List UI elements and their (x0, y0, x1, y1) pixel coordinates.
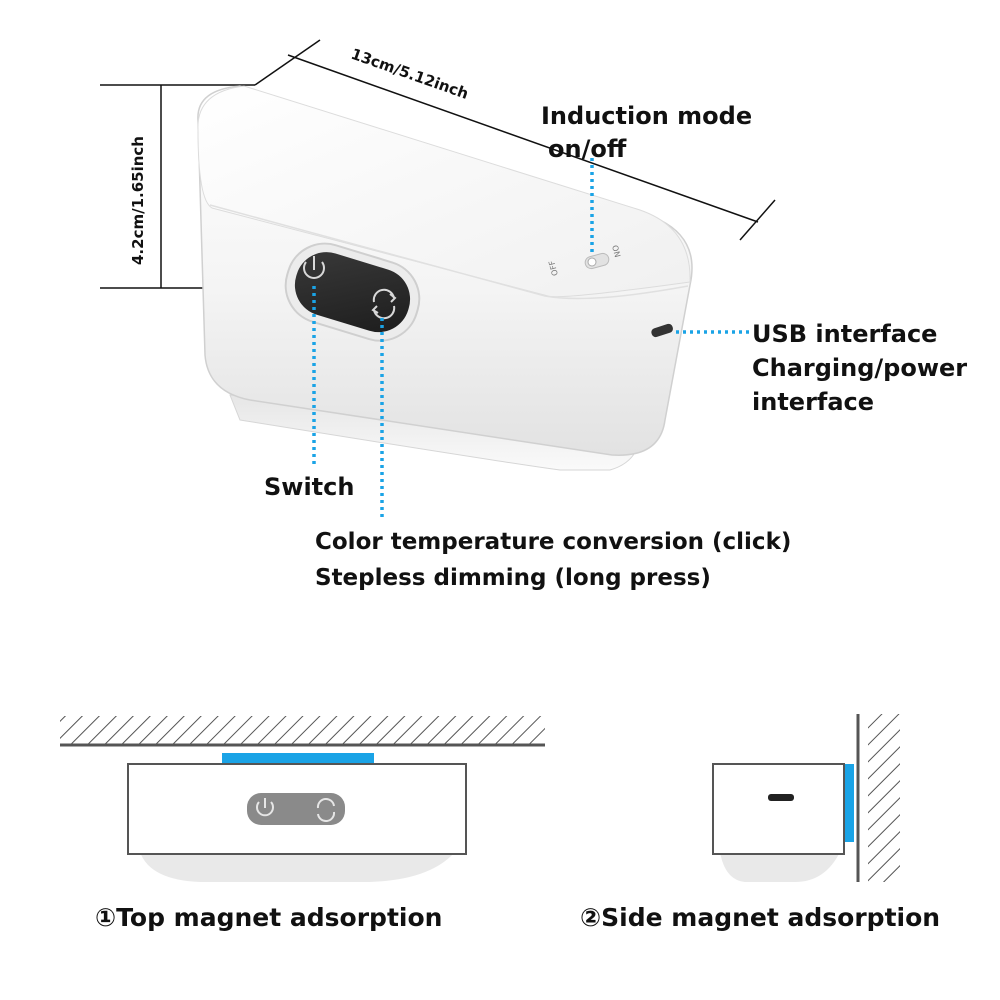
interface-label: interface (752, 388, 875, 416)
device-top (197, 85, 691, 298)
small-power-icon (256, 798, 274, 817)
toggle-off-label: OFF (547, 259, 560, 277)
length-dimension-label: 13cm/5.12inch (349, 45, 471, 103)
usb-port (651, 323, 673, 338)
induction-on-off-label: on/off (548, 135, 627, 163)
switch-label: Switch (264, 473, 355, 501)
height-dimension-label: 4.2cm/1.65inch (129, 136, 147, 265)
side-magnet-illustration (712, 714, 900, 882)
callout-lines (312, 158, 750, 520)
dimension-lines (100, 39, 776, 289)
top-magnet-caption: ①Top magnet adsorption (95, 903, 443, 932)
color-temperature-button-icon[interactable] (371, 288, 397, 320)
induction-mode-label: Induction mode (541, 102, 753, 130)
light-device: OFF ON (197, 85, 693, 471)
toggle-on-label: ON (610, 244, 622, 258)
power-button-icon[interactable] (303, 256, 325, 279)
stepless-dimming-label: Stepless dimming (long press) (315, 565, 711, 591)
induction-toggle[interactable] (584, 252, 610, 270)
top-magnet-illustration (60, 716, 545, 882)
usb-interface-label: USB interface (752, 320, 938, 348)
top-magnet-strip (222, 753, 374, 765)
side-magnet-caption: ②Side magnet adsorption (580, 903, 941, 932)
small-cycle-icon (316, 797, 336, 823)
color-temperature-label: Color temperature conversion (click) (315, 529, 792, 555)
side-magnet-strip (845, 764, 854, 842)
charging-power-label: Charging/power (752, 354, 968, 382)
